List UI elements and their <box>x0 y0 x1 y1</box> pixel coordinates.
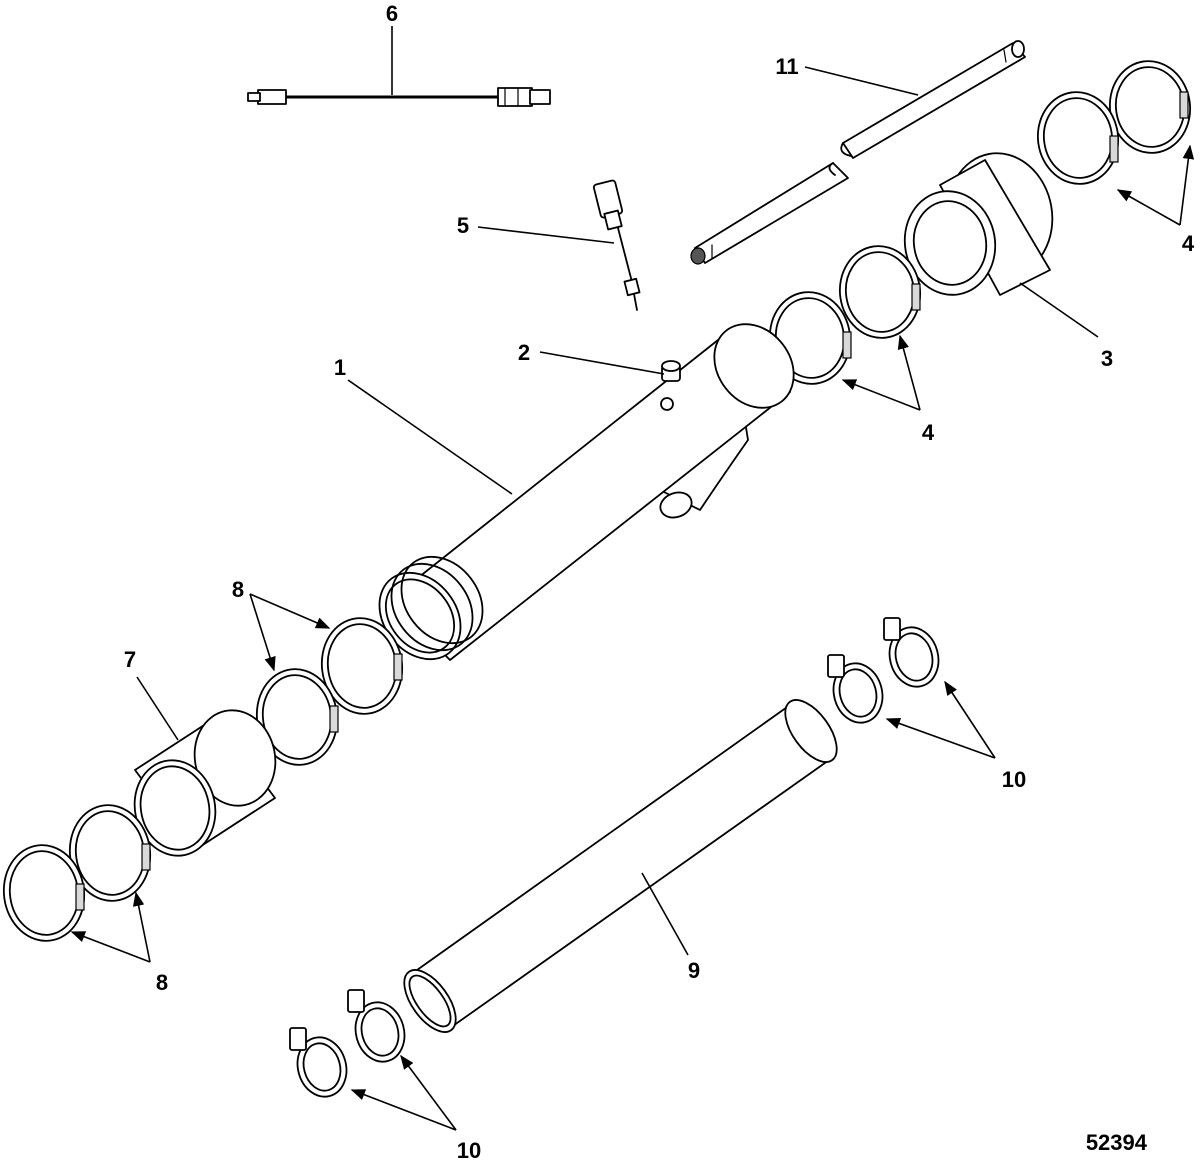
callout-8-upper: 8 <box>232 577 244 602</box>
worm-clamp-right-a <box>883 617 940 688</box>
worm-clamp-bottom-b <box>289 1027 348 1098</box>
callout-2: 2 <box>518 340 530 365</box>
callout-7: 7 <box>124 647 136 672</box>
pipe-fitting <box>660 360 681 411</box>
callout-10-right: 10 <box>1002 767 1026 792</box>
lower-hose <box>403 699 838 1033</box>
callout-10-bottom: 10 <box>457 1138 481 1162</box>
callout-6: 6 <box>386 1 398 26</box>
temperature-sensor <box>592 179 641 311</box>
callout-1: 1 <box>334 355 346 380</box>
hose-clamp-upper-left-a <box>320 617 404 715</box>
callout-11: 11 <box>775 54 798 79</box>
callout-3: 3 <box>1101 346 1113 371</box>
exhaust-pipe <box>378 323 795 661</box>
leader-lines <box>70 26 1195 1131</box>
callout-4-upper: 4 <box>1182 231 1195 256</box>
drawing-number: 52394 <box>1086 1130 1148 1155</box>
worm-clamp-bottom-a <box>347 989 406 1063</box>
callout-5: 5 <box>457 213 469 238</box>
worm-clamp-right-b <box>827 654 884 724</box>
callout-4-lower: 4 <box>922 420 935 445</box>
hose-clamp-lower-left-b <box>2 844 86 942</box>
hose-clamp-upper-right-b <box>1036 91 1120 185</box>
hose-clamp-upper-right-a <box>1108 60 1192 154</box>
hose-clamp-upper-left-b <box>255 668 339 766</box>
hose-clamp-middle-a <box>838 245 922 339</box>
callout-9: 9 <box>688 958 700 983</box>
sleeve-hose <box>133 709 277 857</box>
wiring-harness <box>247 87 551 107</box>
long-tube <box>690 40 1026 265</box>
callout-8-lower: 8 <box>156 970 168 995</box>
coupling-hose <box>903 152 1054 296</box>
